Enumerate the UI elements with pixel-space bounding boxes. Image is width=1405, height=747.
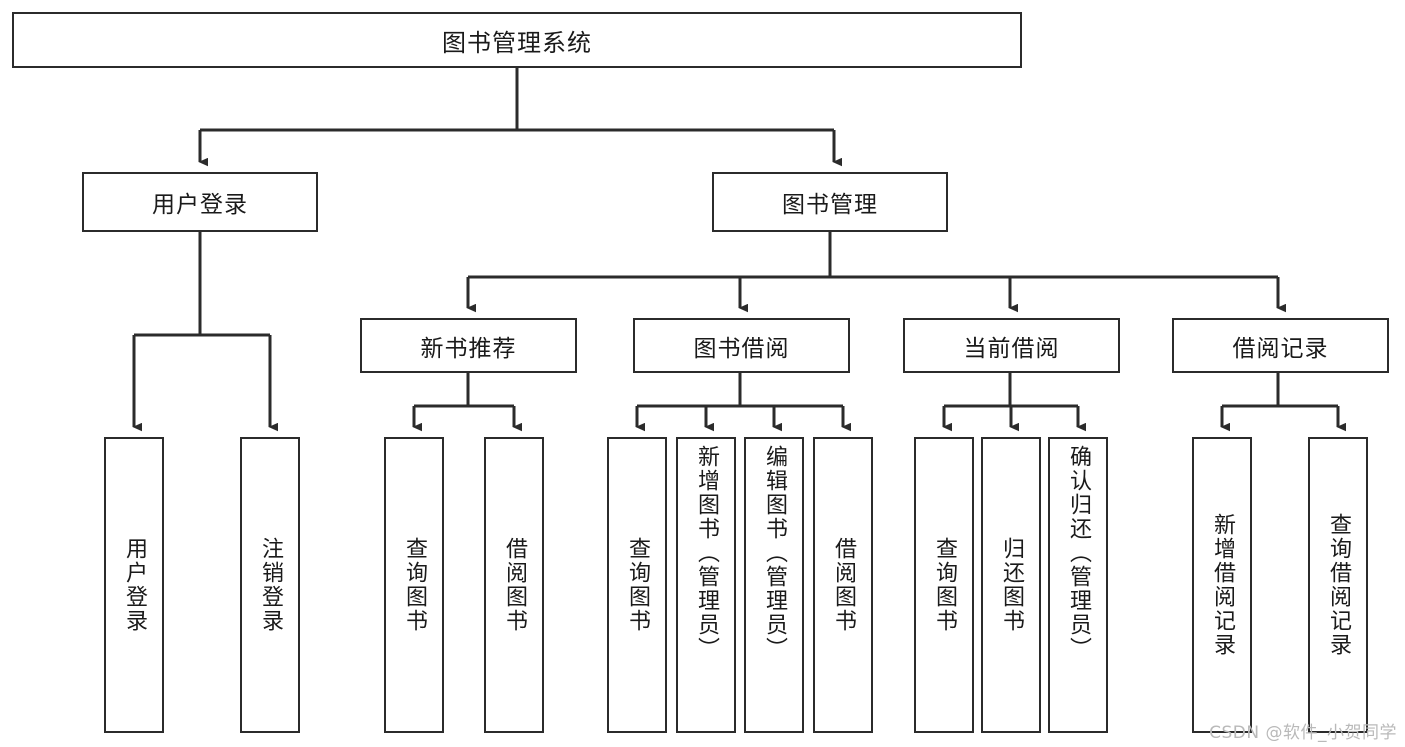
leaf-query-book-borrow[interactable]: 查询图书	[607, 437, 667, 733]
leaf-add-borrow-record[interactable]: 新增借阅记录	[1192, 437, 1252, 733]
node-current-borrow-label: 当前借阅	[963, 335, 1060, 362]
leaf-confirm-return-admin[interactable]: 确认归还（管理员）	[1048, 437, 1108, 733]
leaf-label: 查询借阅记录	[1325, 513, 1351, 657]
leaf-label: 查询图书	[931, 537, 957, 633]
leaf-borrow-book[interactable]: 借阅图书	[813, 437, 873, 733]
node-book-borrow-label: 图书借阅	[693, 335, 790, 362]
leaf-edit-book-admin[interactable]: 编辑图书（管理员）	[744, 437, 804, 733]
leaf-label: 借阅图书	[830, 537, 856, 633]
node-current-borrow[interactable]: 当前借阅	[903, 318, 1120, 373]
leaf-logout[interactable]: 注销登录	[240, 437, 300, 733]
node-root[interactable]: 图书管理系统	[12, 12, 1022, 68]
leaf-label: 借阅图书	[501, 537, 527, 633]
leaf-label: 新增借阅记录	[1209, 513, 1235, 657]
node-user-login[interactable]: 用户登录	[82, 172, 318, 232]
leaf-label: 归还图书	[998, 537, 1024, 633]
node-book-borrow[interactable]: 图书借阅	[633, 318, 850, 373]
node-book-management[interactable]: 图书管理	[712, 172, 948, 232]
leaf-borrow-book-recommend[interactable]: 借阅图书	[484, 437, 544, 733]
leaf-return-book[interactable]: 归还图书	[981, 437, 1041, 733]
leaf-label: 查询图书	[401, 537, 427, 633]
leaf-label: 注销登录	[257, 537, 283, 633]
node-book-management-label: 图书管理	[782, 192, 878, 218]
leaf-label: 查询图书	[624, 537, 650, 633]
leaf-label: 确认归还（管理员）	[1065, 445, 1091, 661]
leaf-add-book-admin[interactable]: 新增图书（管理员）	[676, 437, 736, 733]
leaf-query-book-recommend[interactable]: 查询图书	[384, 437, 444, 733]
node-user-login-label: 用户登录	[152, 192, 248, 218]
watermark: CSDN @软件_小贺同学	[1209, 723, 1397, 743]
leaf-label: 编辑图书（管理员）	[761, 445, 787, 661]
node-borrow-records[interactable]: 借阅记录	[1172, 318, 1389, 373]
node-borrow-records-label: 借阅记录	[1232, 335, 1329, 362]
leaf-query-borrow-record[interactable]: 查询借阅记录	[1308, 437, 1368, 733]
leaf-label: 用户登录	[121, 537, 147, 633]
node-new-book-recommend[interactable]: 新书推荐	[360, 318, 577, 373]
leaf-label: 新增图书（管理员）	[693, 445, 719, 661]
leaf-user-login[interactable]: 用户登录	[104, 437, 164, 733]
leaf-query-book-current[interactable]: 查询图书	[914, 437, 974, 733]
node-root-label: 图书管理系统	[442, 28, 592, 57]
node-new-book-recommend-label: 新书推荐	[420, 335, 517, 362]
